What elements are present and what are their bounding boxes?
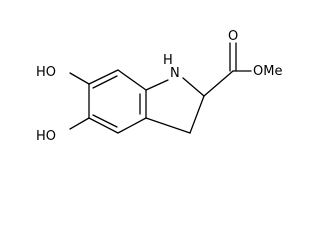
atom-label-carbonyl-oxygen: O <box>228 29 238 44</box>
bond-ring-c7-c6 <box>88 69 119 85</box>
atom-label-oh-top: HO <box>36 65 56 80</box>
bond-ring-c5-c4 <box>88 117 119 134</box>
bond-ring-inner-c5-c4 <box>92 114 118 128</box>
molecule-structure: HO HO H N O OMe <box>36 29 282 144</box>
bond-c5-oh <box>69 117 90 130</box>
bond-ring-inner-c7-c6 <box>92 75 118 89</box>
atom-label-ome: OMe <box>253 64 282 79</box>
bond-c7a-n <box>145 79 169 91</box>
bond-c2-carbonyl <box>203 70 234 97</box>
bond-c6-oh <box>69 72 90 85</box>
bond-ring-c4-c3a <box>117 117 147 134</box>
atom-label-nitrogen: N <box>170 66 180 81</box>
bond-n-c2 <box>182 77 205 97</box>
bond-ring-c7a-c7 <box>117 69 147 91</box>
atom-label-nh-hydrogen: H <box>163 53 173 68</box>
atom-label-oh-bottom: HO <box>36 129 56 144</box>
bond-c3-c3a <box>145 117 191 134</box>
bond-c2-c3 <box>189 95 205 134</box>
